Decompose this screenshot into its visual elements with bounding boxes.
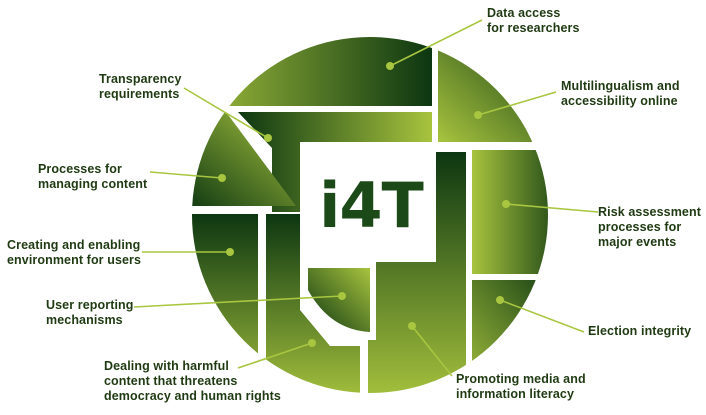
connector-multilingualism [477, 91, 557, 116]
label-user-reporting: User reporting mechanisms [46, 298, 134, 327]
dot-election-integrity [496, 296, 504, 304]
connector-election-integrity [499, 299, 585, 333]
i4t-logo-text: i4T [319, 168, 424, 242]
label-transparency: Transparency requirements [99, 72, 182, 101]
connector-user-reporting [133, 295, 343, 308]
label-managing-content: Processes for managing content [38, 162, 148, 191]
label-election-integrity: Election integrity [588, 324, 692, 338]
segment-user-reporting [308, 268, 370, 332]
connector-harmful-content [237, 342, 313, 369]
connector-transparency [183, 87, 269, 139]
segment-harmful-content [266, 214, 360, 393]
connector-dots [218, 62, 510, 347]
segment-data-access [192, 37, 432, 106]
center-box [304, 150, 436, 262]
label-risk-assessment: Risk assessment processes for major even… [598, 205, 701, 249]
label-harmful-content: Dealing with harmful content that threat… [104, 359, 281, 403]
connector-risk-assessment [505, 203, 599, 213]
dot-creating-environment [226, 248, 234, 256]
connector-lines [133, 19, 599, 377]
dot-media-literacy [408, 322, 416, 330]
segment-transparency [238, 112, 432, 212]
dot-harmful-content [308, 339, 316, 347]
label-media-literacy: Promoting media and information literacy [456, 372, 586, 401]
dot-user-reporting [338, 292, 346, 300]
segment-multilingualism [438, 37, 548, 142]
connector-media-literacy [411, 325, 453, 377]
dot-risk-assessment [502, 200, 510, 208]
connector-managing-content [149, 171, 223, 179]
dot-multilingualism [474, 111, 482, 119]
label-multilingualism: Multilingualism and accessibility online [561, 79, 680, 108]
dot-data-access [386, 62, 394, 70]
connector-data-access [389, 19, 483, 67]
segment-risk-assessment [472, 150, 548, 274]
dot-managing-content [218, 174, 226, 182]
label-creating-environment: Creating and enabling environment for us… [7, 238, 142, 267]
dot-transparency [264, 134, 272, 142]
label-data-access: Data access for researchers [487, 6, 580, 35]
